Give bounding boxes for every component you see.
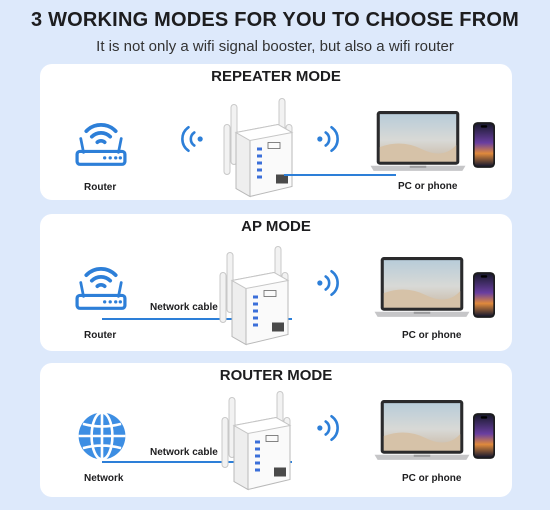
wifi-signal-icon — [314, 120, 340, 158]
laptop-icon — [370, 110, 466, 174]
router-icon — [73, 266, 129, 312]
smartphone-icon — [473, 413, 495, 459]
network-cable-line — [102, 461, 292, 463]
page-subtitle: It is not only a wifi signal booster, bu… — [96, 38, 454, 55]
wifi-extender-device — [216, 242, 296, 348]
pc-or-phone-label: PC or phone — [402, 330, 462, 341]
pc-or-phone-label: PC or phone — [402, 473, 462, 484]
globe-icon — [76, 410, 128, 462]
repeater-mode-title: REPEATER MODE — [211, 68, 341, 85]
wifi-extender-device — [218, 387, 298, 493]
page-title: 3 WORKING MODES FOR YOU TO CHOOSE FROM — [30, 9, 519, 31]
laptop-icon — [374, 256, 470, 320]
ap-mode-title: AP MODE — [241, 218, 311, 235]
smartphone-icon — [473, 272, 495, 318]
router-label: Router — [84, 182, 117, 193]
smartphone-icon — [473, 122, 495, 168]
wifi-signal-icon — [180, 120, 206, 158]
pc-or-phone-label: PC or phone — [398, 181, 458, 192]
ap-mode-panel: AP MODE Router Network cable PC or phone — [40, 214, 512, 351]
router-mode-title: ROUTER MODE — [219, 367, 333, 384]
wifi-extender-device — [220, 94, 300, 200]
network-label: Network — [84, 473, 124, 484]
router-mode-panel: ROUTER MODE Network Network cable PC or … — [40, 363, 512, 497]
network-cable-label: Network cable — [150, 302, 218, 313]
wifi-signal-icon — [314, 409, 340, 447]
router-icon — [73, 122, 129, 168]
repeater-mode-panel: REPEATER MODE Router PC or phone — [40, 64, 512, 200]
network-cable-line — [102, 318, 292, 320]
network-cable-label: Network cable — [150, 447, 218, 458]
wifi-signal-icon — [314, 264, 340, 302]
connection-line — [284, 174, 396, 176]
router-label: Router — [84, 330, 117, 341]
laptop-icon — [374, 399, 470, 463]
